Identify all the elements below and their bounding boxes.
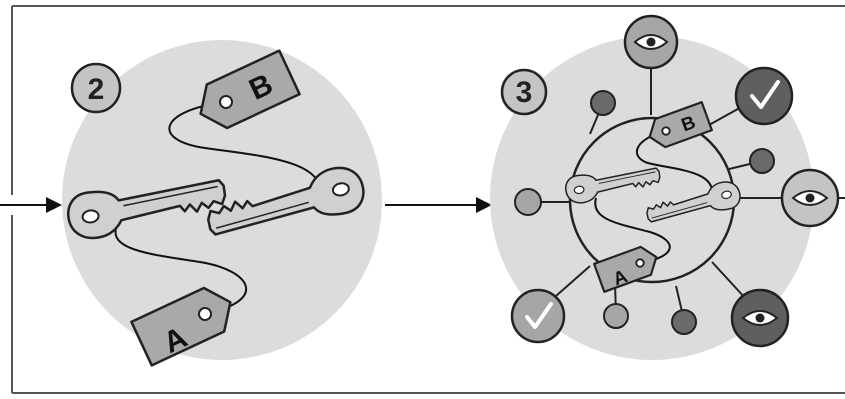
node-small xyxy=(603,303,629,329)
step-3-panel: 3 xyxy=(490,14,845,360)
check-icon xyxy=(750,80,780,109)
viewer-node-top-right xyxy=(734,66,794,126)
flow-arrow-in xyxy=(0,197,62,213)
frame xyxy=(11,5,845,394)
string-a xyxy=(114,219,248,315)
tag-b: B xyxy=(199,49,301,130)
tag-a: A xyxy=(130,286,232,367)
step-2-panel: 2 B A xyxy=(62,40,382,367)
string-b xyxy=(168,101,322,201)
check-icon xyxy=(525,302,553,329)
eye-icon xyxy=(741,310,779,326)
viewer-node-bottom-left xyxy=(510,288,566,344)
viewer-node-bottom-right xyxy=(730,288,790,348)
step-3-badge: 3 xyxy=(500,68,548,116)
step-2-number: 2 xyxy=(88,73,105,106)
node-small xyxy=(514,188,542,216)
node-small xyxy=(671,309,697,335)
node-small xyxy=(590,90,616,116)
eye-icon xyxy=(633,34,669,50)
tag-a: A xyxy=(593,245,658,293)
step-3-number: 3 xyxy=(516,76,533,109)
flow-arrow-between xyxy=(385,197,492,213)
step-2-badge: 2 xyxy=(70,62,122,114)
string-b-3 xyxy=(635,130,714,197)
eye-icon xyxy=(791,190,829,206)
node-small xyxy=(749,148,775,174)
string-a-3 xyxy=(594,197,671,264)
viewer-node-right xyxy=(780,168,840,228)
viewer-node-top xyxy=(623,14,679,70)
tag-b: B xyxy=(648,101,713,149)
